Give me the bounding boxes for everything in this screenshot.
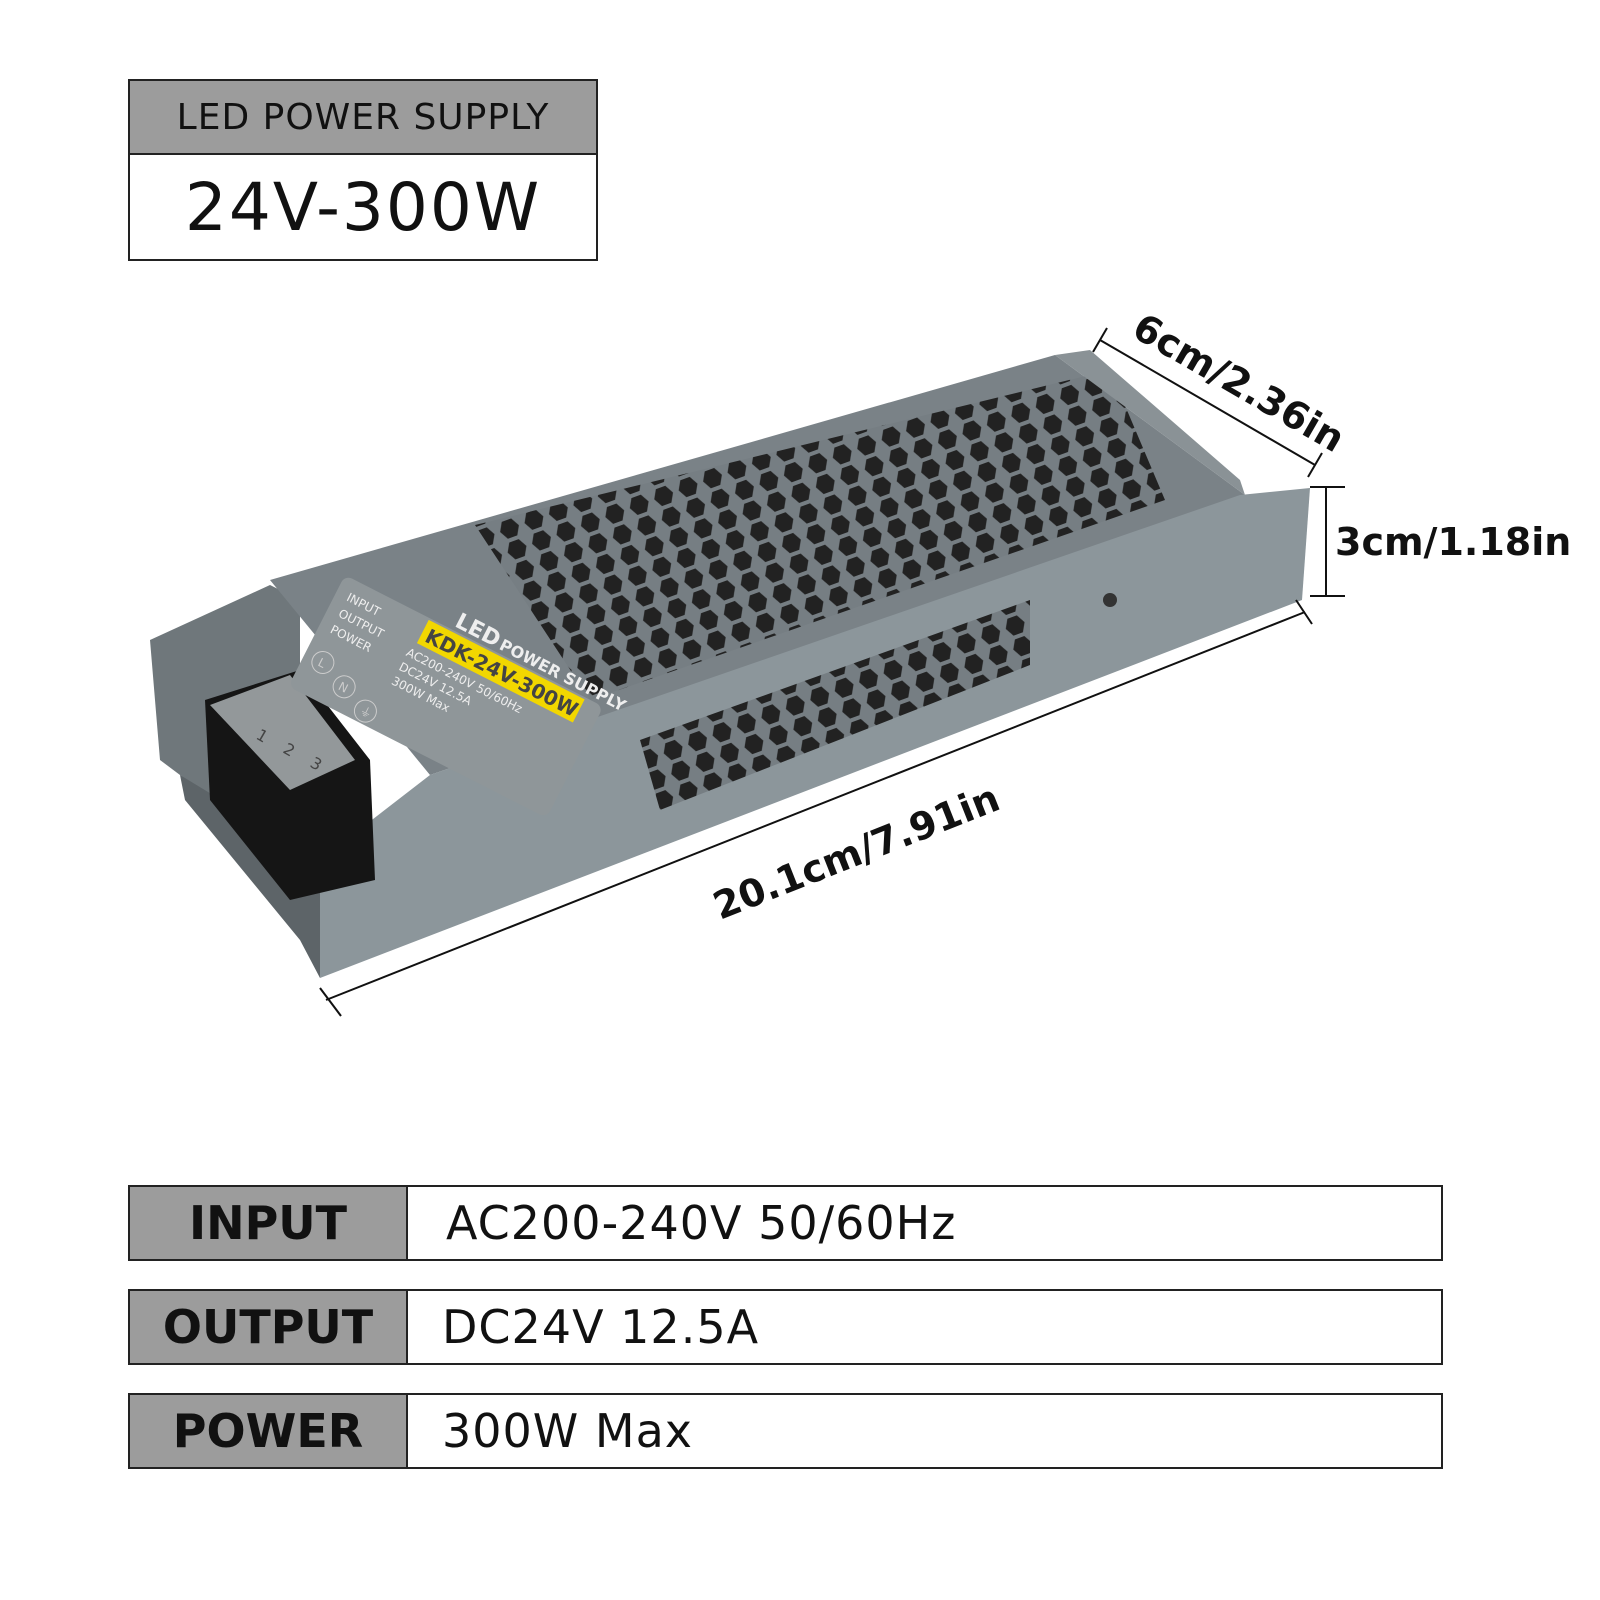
base-plate [180, 775, 320, 978]
dimension-width [1092, 327, 1323, 478]
vent-grille-top [475, 370, 1165, 700]
category-header: LED POWER SUPPLY [130, 81, 596, 155]
terminal-block: 1 2 3 [205, 670, 375, 900]
dimension-height-label: 3cm/1.18in [1335, 520, 1571, 564]
screw-hole [1103, 593, 1117, 607]
title-box: LED POWER SUPPLY 24V-300W [128, 79, 598, 261]
spec-value: 300W Max [442, 1404, 694, 1458]
spec-row-output: OUTPUT DC24V 12.5A [128, 1289, 1443, 1365]
svg-text:⏚: ⏚ [357, 703, 374, 721]
spec-label: INPUT [130, 1187, 408, 1259]
spec-row-power: POWER 300W Max [128, 1393, 1443, 1469]
vent-grille-front [640, 600, 1030, 810]
dimension-height [1310, 486, 1345, 597]
right-end [1055, 350, 1245, 495]
spec-value: DC24V 12.5A [442, 1300, 760, 1354]
dimension-length [319, 599, 1313, 1017]
spec-row-input: INPUT AC200-240V 50/60Hz [128, 1185, 1443, 1261]
spec-label: OUTPUT [130, 1291, 408, 1363]
spec-label: POWER [130, 1395, 408, 1467]
model-title: 24V-300W [184, 168, 542, 246]
spec-value: AC200-240V 50/60Hz [446, 1196, 957, 1250]
